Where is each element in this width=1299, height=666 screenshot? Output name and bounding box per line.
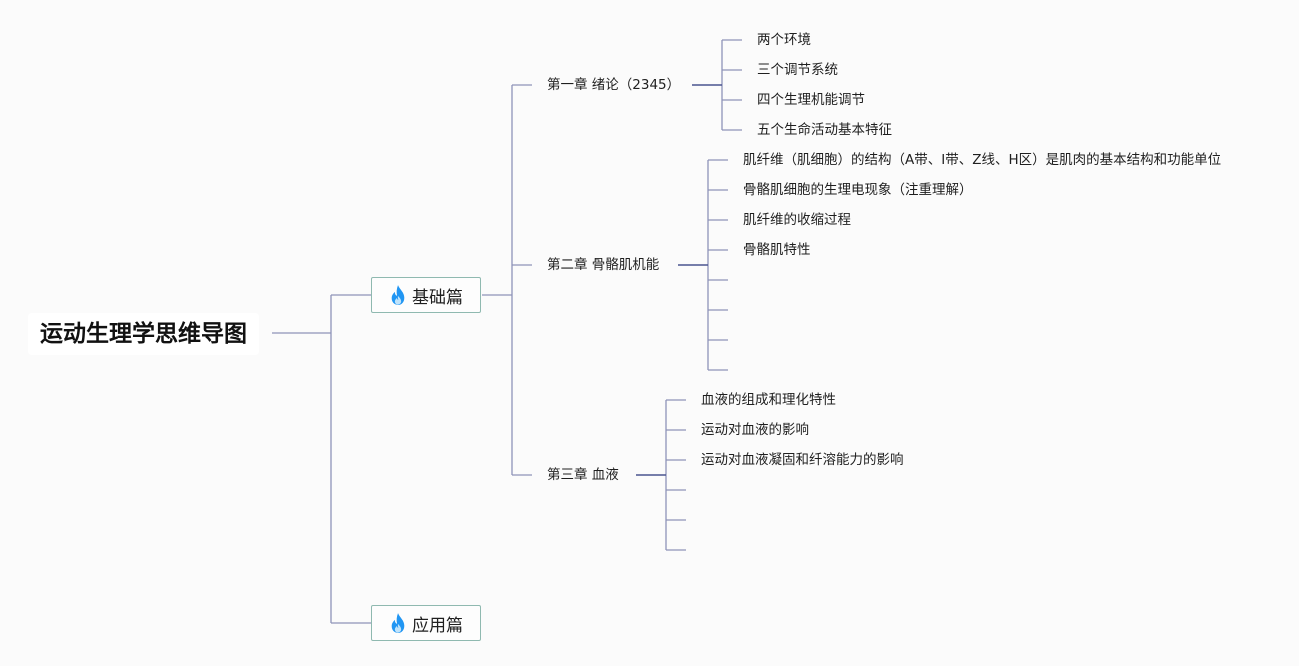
- chapter-1[interactable]: 第一章 绪论（2345）: [547, 77, 681, 93]
- leaf-topic[interactable]: 骨骼肌细胞的生理电现象（注重理解）: [743, 182, 973, 198]
- topic-application[interactable]: 应用篇: [371, 605, 481, 641]
- fire-icon: [391, 613, 405, 633]
- fire-icon: [391, 285, 405, 305]
- leaf-topic[interactable]: 肌纤维（肌细胞）的结构（A带、I带、Z线、H区）是肌肉的基本结构和功能单位: [743, 152, 1222, 168]
- topic-application-label: 应用篇: [412, 615, 463, 636]
- chapter-2[interactable]: 第二章 骨骼肌机能: [547, 257, 660, 273]
- leaf-topic[interactable]: 运动对血液的影响: [701, 422, 809, 438]
- leaf-topic[interactable]: 血液的组成和理化特性: [701, 392, 836, 408]
- leaf-topic[interactable]: 运动对血液凝固和纤溶能力的影响: [701, 452, 904, 468]
- leaf-topic[interactable]: 骨骼肌特性: [743, 242, 811, 258]
- leaf-topic[interactable]: 肌纤维的收缩过程: [743, 212, 851, 228]
- leaf-topic[interactable]: 五个生命活动基本特征: [757, 122, 892, 138]
- topic-basics-label: 基础篇: [412, 287, 463, 308]
- chapter-3[interactable]: 第三章 血液: [547, 467, 619, 483]
- root-topic[interactable]: 运动生理学思维导图: [28, 313, 259, 355]
- leaf-topic[interactable]: 两个环境: [757, 32, 811, 48]
- topic-basics[interactable]: 基础篇: [371, 277, 481, 313]
- leaf-topic[interactable]: 三个调节系统: [757, 62, 838, 78]
- leaf-topic[interactable]: 四个生理机能调节: [757, 92, 865, 108]
